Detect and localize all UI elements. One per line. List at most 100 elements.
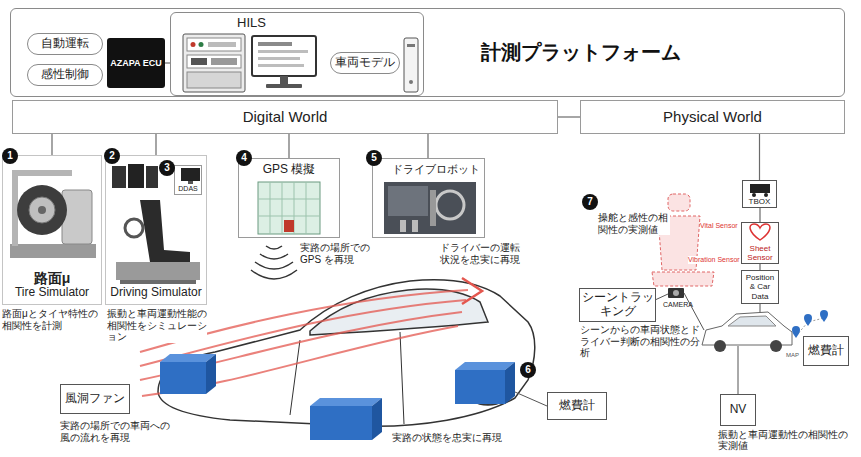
camera-label: CAMERA bbox=[663, 301, 693, 309]
note-text: 実路の場所でのGPS を再現 bbox=[300, 242, 376, 265]
note-text-holder: ドライバーの運転状況を忠実に再現 bbox=[440, 242, 524, 265]
callout-number-holder: 4 bbox=[236, 150, 252, 166]
drive-robot-photo bbox=[384, 182, 476, 234]
connector-line bbox=[427, 134, 428, 158]
note-text-holder: 実路の状態を忠実に再現 bbox=[392, 432, 502, 444]
world-band: Physical World bbox=[580, 100, 845, 134]
function-pill: 自動運転 bbox=[27, 33, 103, 55]
tbox-icon bbox=[764, 193, 768, 197]
tire-simulator-rig bbox=[12, 170, 72, 176]
map-label: MAP bbox=[786, 352, 799, 359]
node-text: Driving Simulator bbox=[110, 286, 201, 300]
connector-line bbox=[759, 134, 760, 180]
callout-number: 7 bbox=[582, 194, 598, 210]
callout-number-holder: 7 bbox=[582, 194, 598, 210]
device-box: TBOX bbox=[742, 180, 777, 208]
note-text-holder: 振動と車両運動性の相関性の実測値 bbox=[718, 429, 848, 451]
dynamometer-block bbox=[160, 354, 515, 440]
camera-icon bbox=[668, 288, 684, 298]
dynamometer-block bbox=[372, 398, 382, 440]
dynamometer-block bbox=[310, 398, 382, 406]
driving-simulator-rig bbox=[116, 262, 200, 280]
camera-icon bbox=[668, 288, 684, 298]
node-text: AZAPA ECU bbox=[110, 58, 162, 68]
map-route bbox=[820, 310, 828, 322]
driving-simulator-rig bbox=[146, 166, 158, 188]
node-text: 感性制御 bbox=[41, 68, 89, 82]
driving-simulator-rig bbox=[128, 164, 144, 188]
hils-monitor bbox=[252, 36, 316, 88]
driving-simulator-rig bbox=[120, 280, 196, 284]
hils-rack bbox=[183, 34, 245, 92]
equipment-box: 風洞ファン bbox=[60, 384, 130, 414]
gps-chamber bbox=[258, 182, 320, 234]
callout-number-holder: 6 bbox=[520, 362, 536, 378]
node-text: 燃費計 bbox=[559, 399, 595, 413]
sensor-label-holder: Vital Sensor bbox=[700, 222, 738, 230]
map-route bbox=[792, 326, 800, 338]
node-text: GPS 模擬 bbox=[263, 163, 316, 177]
note-text-holder: 実路の場所でのGPS を再現 bbox=[300, 242, 376, 265]
leader-line bbox=[515, 392, 547, 406]
dynamometer-block bbox=[206, 354, 216, 394]
small-car bbox=[770, 340, 782, 352]
node-text: 風洞ファン bbox=[65, 392, 125, 406]
note-text: 操舵と感性の相関性の実測値 bbox=[598, 212, 670, 235]
callout-number-holder: 5 bbox=[366, 150, 382, 166]
function-pill: 感性制御 bbox=[27, 64, 103, 86]
callout-number-holder: 3 bbox=[159, 160, 175, 176]
tire-simulator-rig bbox=[10, 244, 96, 258]
drive-robot-photo bbox=[388, 186, 428, 216]
dynamometer-block bbox=[310, 406, 372, 440]
hils-rack bbox=[191, 42, 196, 47]
gps-waves bbox=[255, 262, 293, 269]
drive-robot-photo bbox=[436, 191, 464, 219]
camera-label-holder: CAMERA bbox=[663, 301, 693, 309]
vehicle-illustration bbox=[290, 340, 300, 415]
hils-monitor bbox=[258, 57, 300, 60]
driving-simulator-rig bbox=[125, 219, 143, 237]
node-text: DDAS bbox=[178, 185, 197, 193]
gps-chamber bbox=[258, 182, 320, 234]
device-box: Sheet Sensor bbox=[741, 222, 779, 264]
node-text: 路面μ bbox=[32, 270, 73, 286]
callout-number-holder: 2 bbox=[104, 148, 120, 164]
node-text: NV bbox=[730, 403, 747, 417]
callout-number: 6 bbox=[520, 362, 536, 378]
hils-rack bbox=[199, 42, 204, 47]
callout-number: 2 bbox=[104, 148, 120, 164]
hils-monitor bbox=[258, 50, 308, 53]
equipment-box: 燃費計 bbox=[547, 392, 607, 420]
airflow-lines bbox=[140, 290, 468, 396]
equipment-box: ドライブロボット bbox=[372, 158, 485, 238]
dynamometer-block bbox=[160, 362, 206, 394]
node-text: 燃費計 bbox=[808, 344, 844, 358]
callout-number: 5 bbox=[366, 150, 382, 166]
hils-monitor bbox=[258, 64, 304, 67]
hils-rack bbox=[208, 42, 236, 47]
model-pill: 車両モデル bbox=[330, 52, 400, 74]
connector-line bbox=[51, 134, 52, 155]
tbox-icon bbox=[750, 184, 770, 197]
equipment-box: NV bbox=[720, 394, 756, 426]
drive-robot-photo bbox=[412, 220, 418, 232]
node-text: Physical World bbox=[663, 108, 762, 125]
tbox-icon bbox=[750, 184, 770, 193]
note-text: 実路の場所での車両への風の流れを再現 bbox=[60, 420, 174, 443]
note-text: 実路の状態を忠実に再現 bbox=[392, 432, 502, 444]
note-text: シーンからの車両状態とドライバー判断の相関性の分析 bbox=[580, 324, 700, 359]
node-text: 自動運転 bbox=[41, 37, 89, 51]
hils-monitor bbox=[280, 76, 288, 84]
dynamometer-block bbox=[455, 370, 505, 404]
tbox-icon bbox=[752, 193, 756, 197]
hils-rack bbox=[187, 72, 241, 88]
callout-number-holder: 1 bbox=[2, 148, 18, 164]
connector-line bbox=[288, 134, 289, 158]
driving-simulator-rig bbox=[140, 200, 190, 262]
ddas-screen bbox=[181, 168, 200, 184]
node-text: Position & Car Data bbox=[743, 273, 777, 301]
node-text: TBOX bbox=[749, 197, 771, 206]
driving-simulator-rig bbox=[112, 164, 200, 284]
ecu-chip: AZAPA ECU bbox=[107, 38, 165, 88]
hils-monitor bbox=[266, 84, 302, 88]
